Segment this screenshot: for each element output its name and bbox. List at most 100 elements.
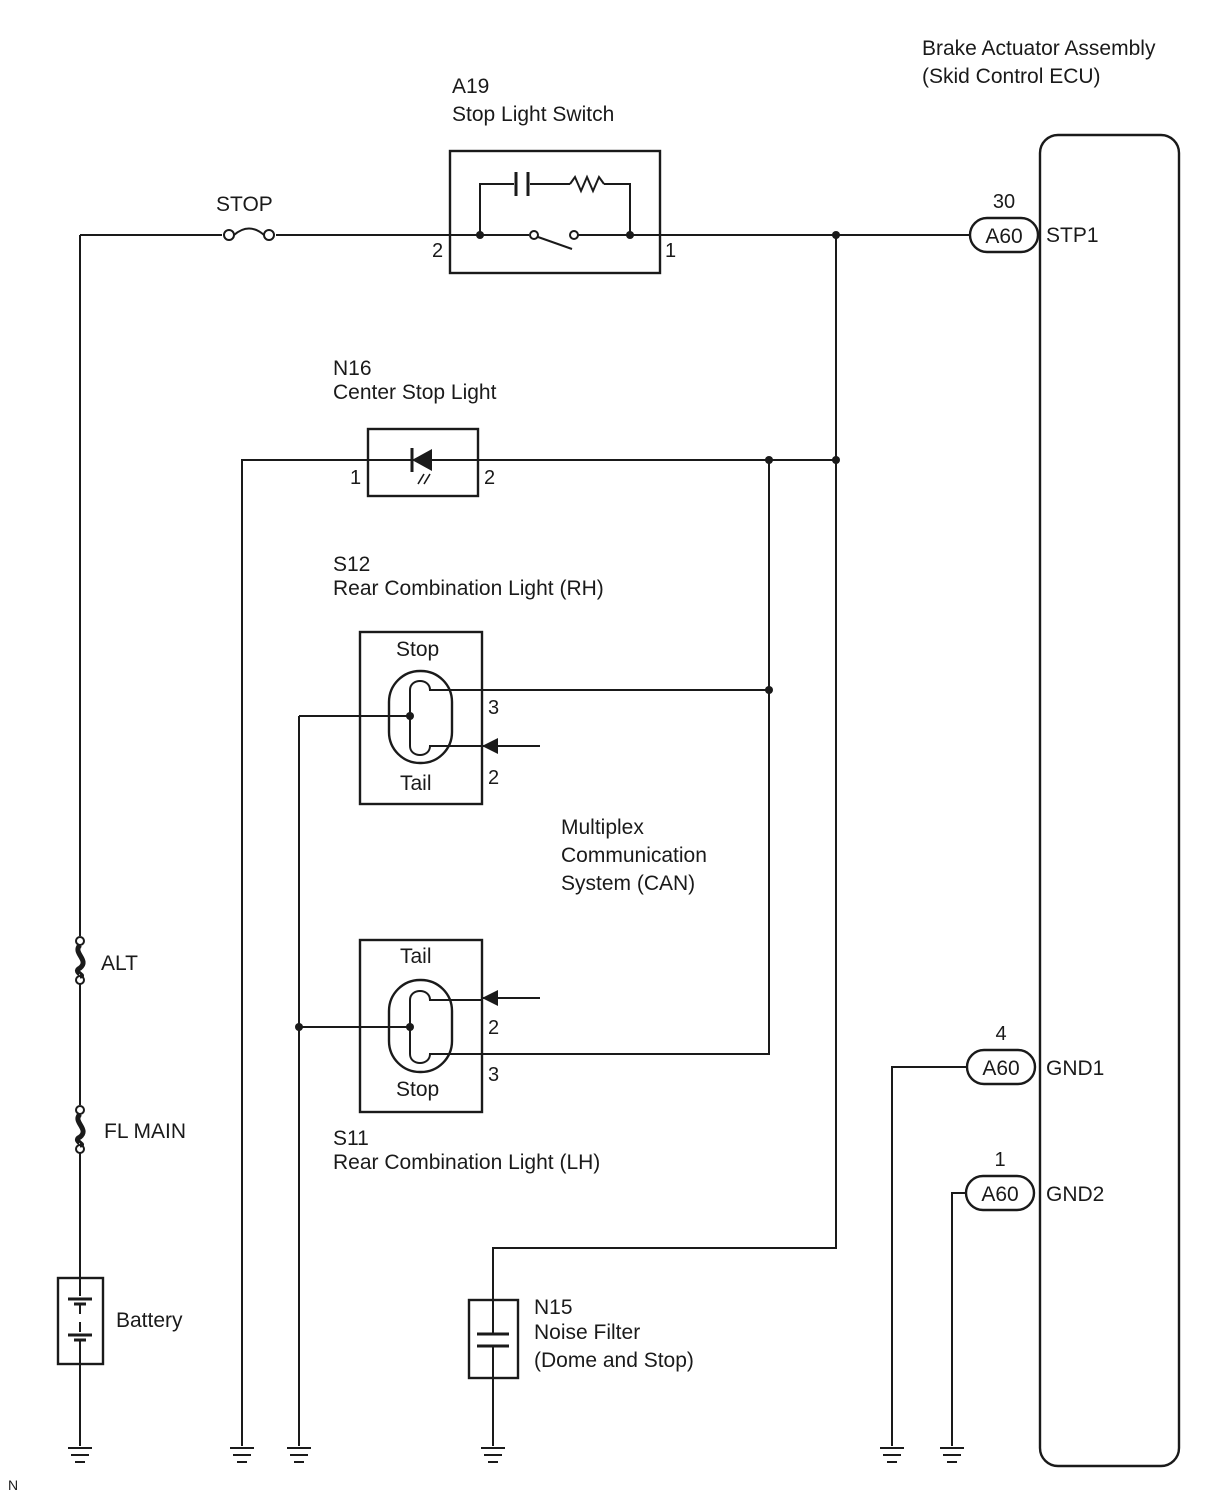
rear-rh-tail-label: Tail: [400, 772, 432, 795]
capacitor-icon: [477, 1332, 509, 1348]
ecu-title-line2: (Skid Control ECU): [922, 65, 1101, 88]
terminal-name: GND2: [1046, 1183, 1104, 1206]
rear-lh-pin-bottom: 3: [488, 1064, 499, 1086]
arrow-left-icon: [482, 990, 498, 1006]
ground-icon: [940, 1447, 964, 1463]
lamp-housing: [358, 630, 484, 806]
terminal-pin: 30: [993, 191, 1015, 213]
junction-dot: [832, 456, 840, 464]
fuse-fl-main: FL MAIN: [74, 1105, 186, 1154]
connector-label: A60: [981, 1183, 1018, 1206]
lamp-housing: [358, 938, 484, 1114]
terminal-pin: 4: [995, 1023, 1006, 1045]
ground-icon: [880, 1447, 904, 1463]
bulb-filament-icon: [409, 680, 482, 756]
can-line2: Communication: [561, 844, 707, 867]
junction-dot: [765, 456, 773, 464]
battery-cell: [68, 1297, 92, 1342]
fuse-fl-main-label: FL MAIN: [104, 1120, 186, 1143]
bulb-icon: [387, 978, 454, 1074]
ecu-title-line1: Brake Actuator Assembly: [922, 37, 1156, 60]
rear-rh-pin-bottom: 2: [488, 767, 499, 789]
noise-filter-detail: (Dome and Stop): [534, 1349, 694, 1372]
led-light-rays: [417, 473, 431, 485]
fusible-link-element: [74, 1112, 86, 1148]
junction-dots: [295, 231, 840, 1031]
center-stop-pin-right: 2: [484, 467, 495, 489]
rear-lh-name: Rear Combination Light (LH): [333, 1151, 600, 1174]
terminal-name: GND1: [1046, 1057, 1104, 1080]
center-stop-name: Center Stop Light: [333, 381, 497, 404]
can-label: Multiplex Communication System (CAN): [561, 816, 707, 895]
terminal-pin: 1: [994, 1149, 1005, 1171]
ground-icon: [230, 1447, 254, 1463]
junction-dot: [295, 1023, 303, 1031]
ecu-terminal-gnd1: A60 4 GND1: [965, 1023, 1104, 1086]
wire-center-stop: [241, 459, 836, 1446]
stop-light-switch: A19 Stop Light Switch 2 1: [432, 75, 676, 275]
ground-icon: [68, 1447, 92, 1463]
switch-internal-wire: [450, 183, 660, 236]
ecu-body: [1038, 133, 1181, 1468]
fuse-terminal: [263, 229, 275, 241]
connector-label: A60: [985, 225, 1022, 248]
fusible-link-element: [74, 943, 86, 979]
capacitor-icon: [514, 172, 530, 196]
can-line3: System (CAN): [561, 872, 695, 895]
junction-dot: [765, 686, 773, 694]
rear-combination-light-lh: S11 Rear Combination Light (LH) Tail Sto…: [333, 938, 600, 1174]
center-stop-pin-left: 1: [350, 467, 361, 489]
fuse-terminal: [75, 1105, 85, 1115]
rear-combination-light-rh: S12 Rear Combination Light (RH) Stop Tai…: [333, 553, 604, 806]
battery-label: Battery: [116, 1309, 183, 1332]
fuse-element: [233, 227, 265, 236]
brake-actuator-assembly: Brake Actuator Assembly (Skid Control EC…: [922, 37, 1181, 1468]
rear-lh-pin-top: 2: [488, 1017, 499, 1039]
switch-code: A19: [452, 75, 489, 98]
ecu-terminal-stp1: A60 30 STP1: [968, 191, 1099, 254]
rear-rh-code: S12: [333, 553, 370, 576]
switch-housing: [448, 149, 662, 275]
junction-dot: [626, 231, 634, 239]
ground-icon: [287, 1447, 311, 1463]
fuse-stop: STOP: [216, 193, 275, 241]
rear-lh-tail-label: Tail: [400, 945, 432, 968]
battery: Battery: [56, 1276, 183, 1366]
wire-gnd1: [891, 1066, 967, 1446]
lamp-housing: [366, 427, 480, 498]
fuse-alt: ALT: [74, 936, 138, 985]
rear-rh-name: Rear Combination Light (RH): [333, 577, 604, 600]
wires: [79, 234, 970, 1446]
resistor-icon: [569, 174, 605, 194]
switch-name: Stop Light Switch: [452, 103, 614, 126]
ecu-terminal-gnd2: A60 1 GND2: [964, 1149, 1104, 1212]
fuse-stop-label: STOP: [216, 193, 273, 216]
arrow-left-icon: [482, 738, 498, 754]
ground-symbols: [68, 1447, 964, 1463]
connector-label: A60: [982, 1057, 1019, 1080]
ground-icon: [481, 1447, 505, 1463]
fuse-terminal: [75, 936, 85, 946]
corner-mark: N: [8, 1477, 18, 1493]
terminal-name: STP1: [1046, 224, 1099, 247]
switch-contact: [569, 230, 579, 240]
switch-blade-icon: [537, 236, 573, 250]
center-stop-code: N16: [333, 357, 372, 380]
wire-stop-bus: [492, 235, 837, 1300]
noise-filter-name: Noise Filter: [534, 1321, 640, 1344]
junction-dot: [832, 231, 840, 239]
switch-pin-left: 2: [432, 240, 443, 262]
bulb-filament-icon: [409, 990, 482, 1064]
switch-pin-right: 1: [665, 240, 676, 262]
rear-rh-stop-label: Stop: [396, 638, 439, 661]
noise-filter: N15 Noise Filter (Dome and Stop): [467, 1296, 694, 1380]
bulb-icon: [387, 669, 454, 765]
fuse-alt-label: ALT: [101, 952, 138, 975]
rear-lh-stop-label: Stop: [396, 1078, 439, 1101]
noise-filter-code: N15: [534, 1296, 573, 1319]
wire-gnd2: [951, 1192, 966, 1446]
led-icon: [412, 449, 432, 471]
wire-rear-stop-feed: [433, 460, 770, 1055]
fuse-terminal: [223, 229, 235, 241]
